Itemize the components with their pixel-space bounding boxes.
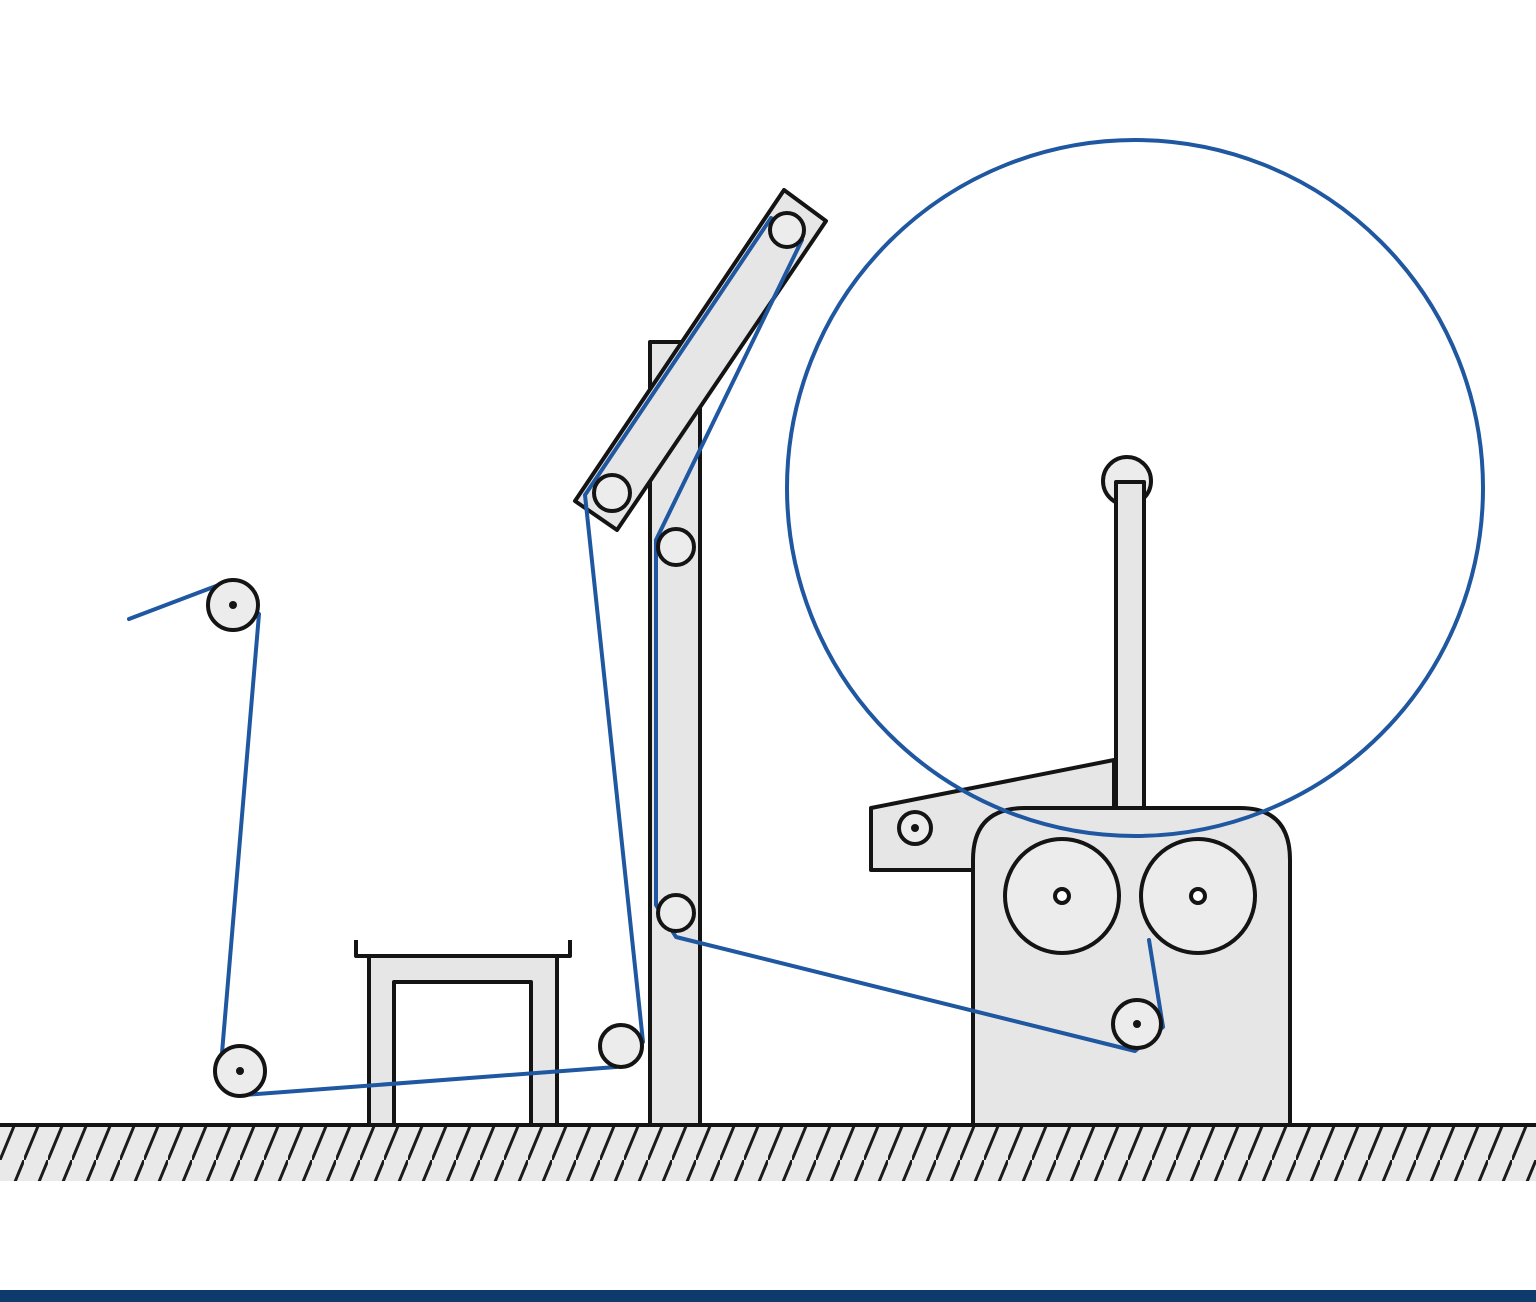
drive-housing — [869, 480, 1292, 1127]
web-path — [127, 138, 1485, 1097]
arm-lower-roller — [592, 473, 632, 513]
stand-exit-roller — [598, 1023, 644, 1069]
hatched-floor — [0, 1123, 1536, 1181]
tower-upper-roller — [656, 527, 696, 567]
large-reel — [785, 138, 1485, 838]
bottom-border-bar — [0, 1290, 1536, 1302]
small-stand — [354, 940, 572, 1127]
reel-post — [1114, 480, 1146, 810]
tower-lower-roller — [656, 893, 696, 933]
tilted-guide-arm — [573, 188, 828, 532]
arm-upper-roller — [768, 211, 806, 249]
vertical-tower — [648, 340, 702, 1127]
guide-rollers — [206, 211, 1257, 1098]
web-line — [127, 216, 1165, 1097]
